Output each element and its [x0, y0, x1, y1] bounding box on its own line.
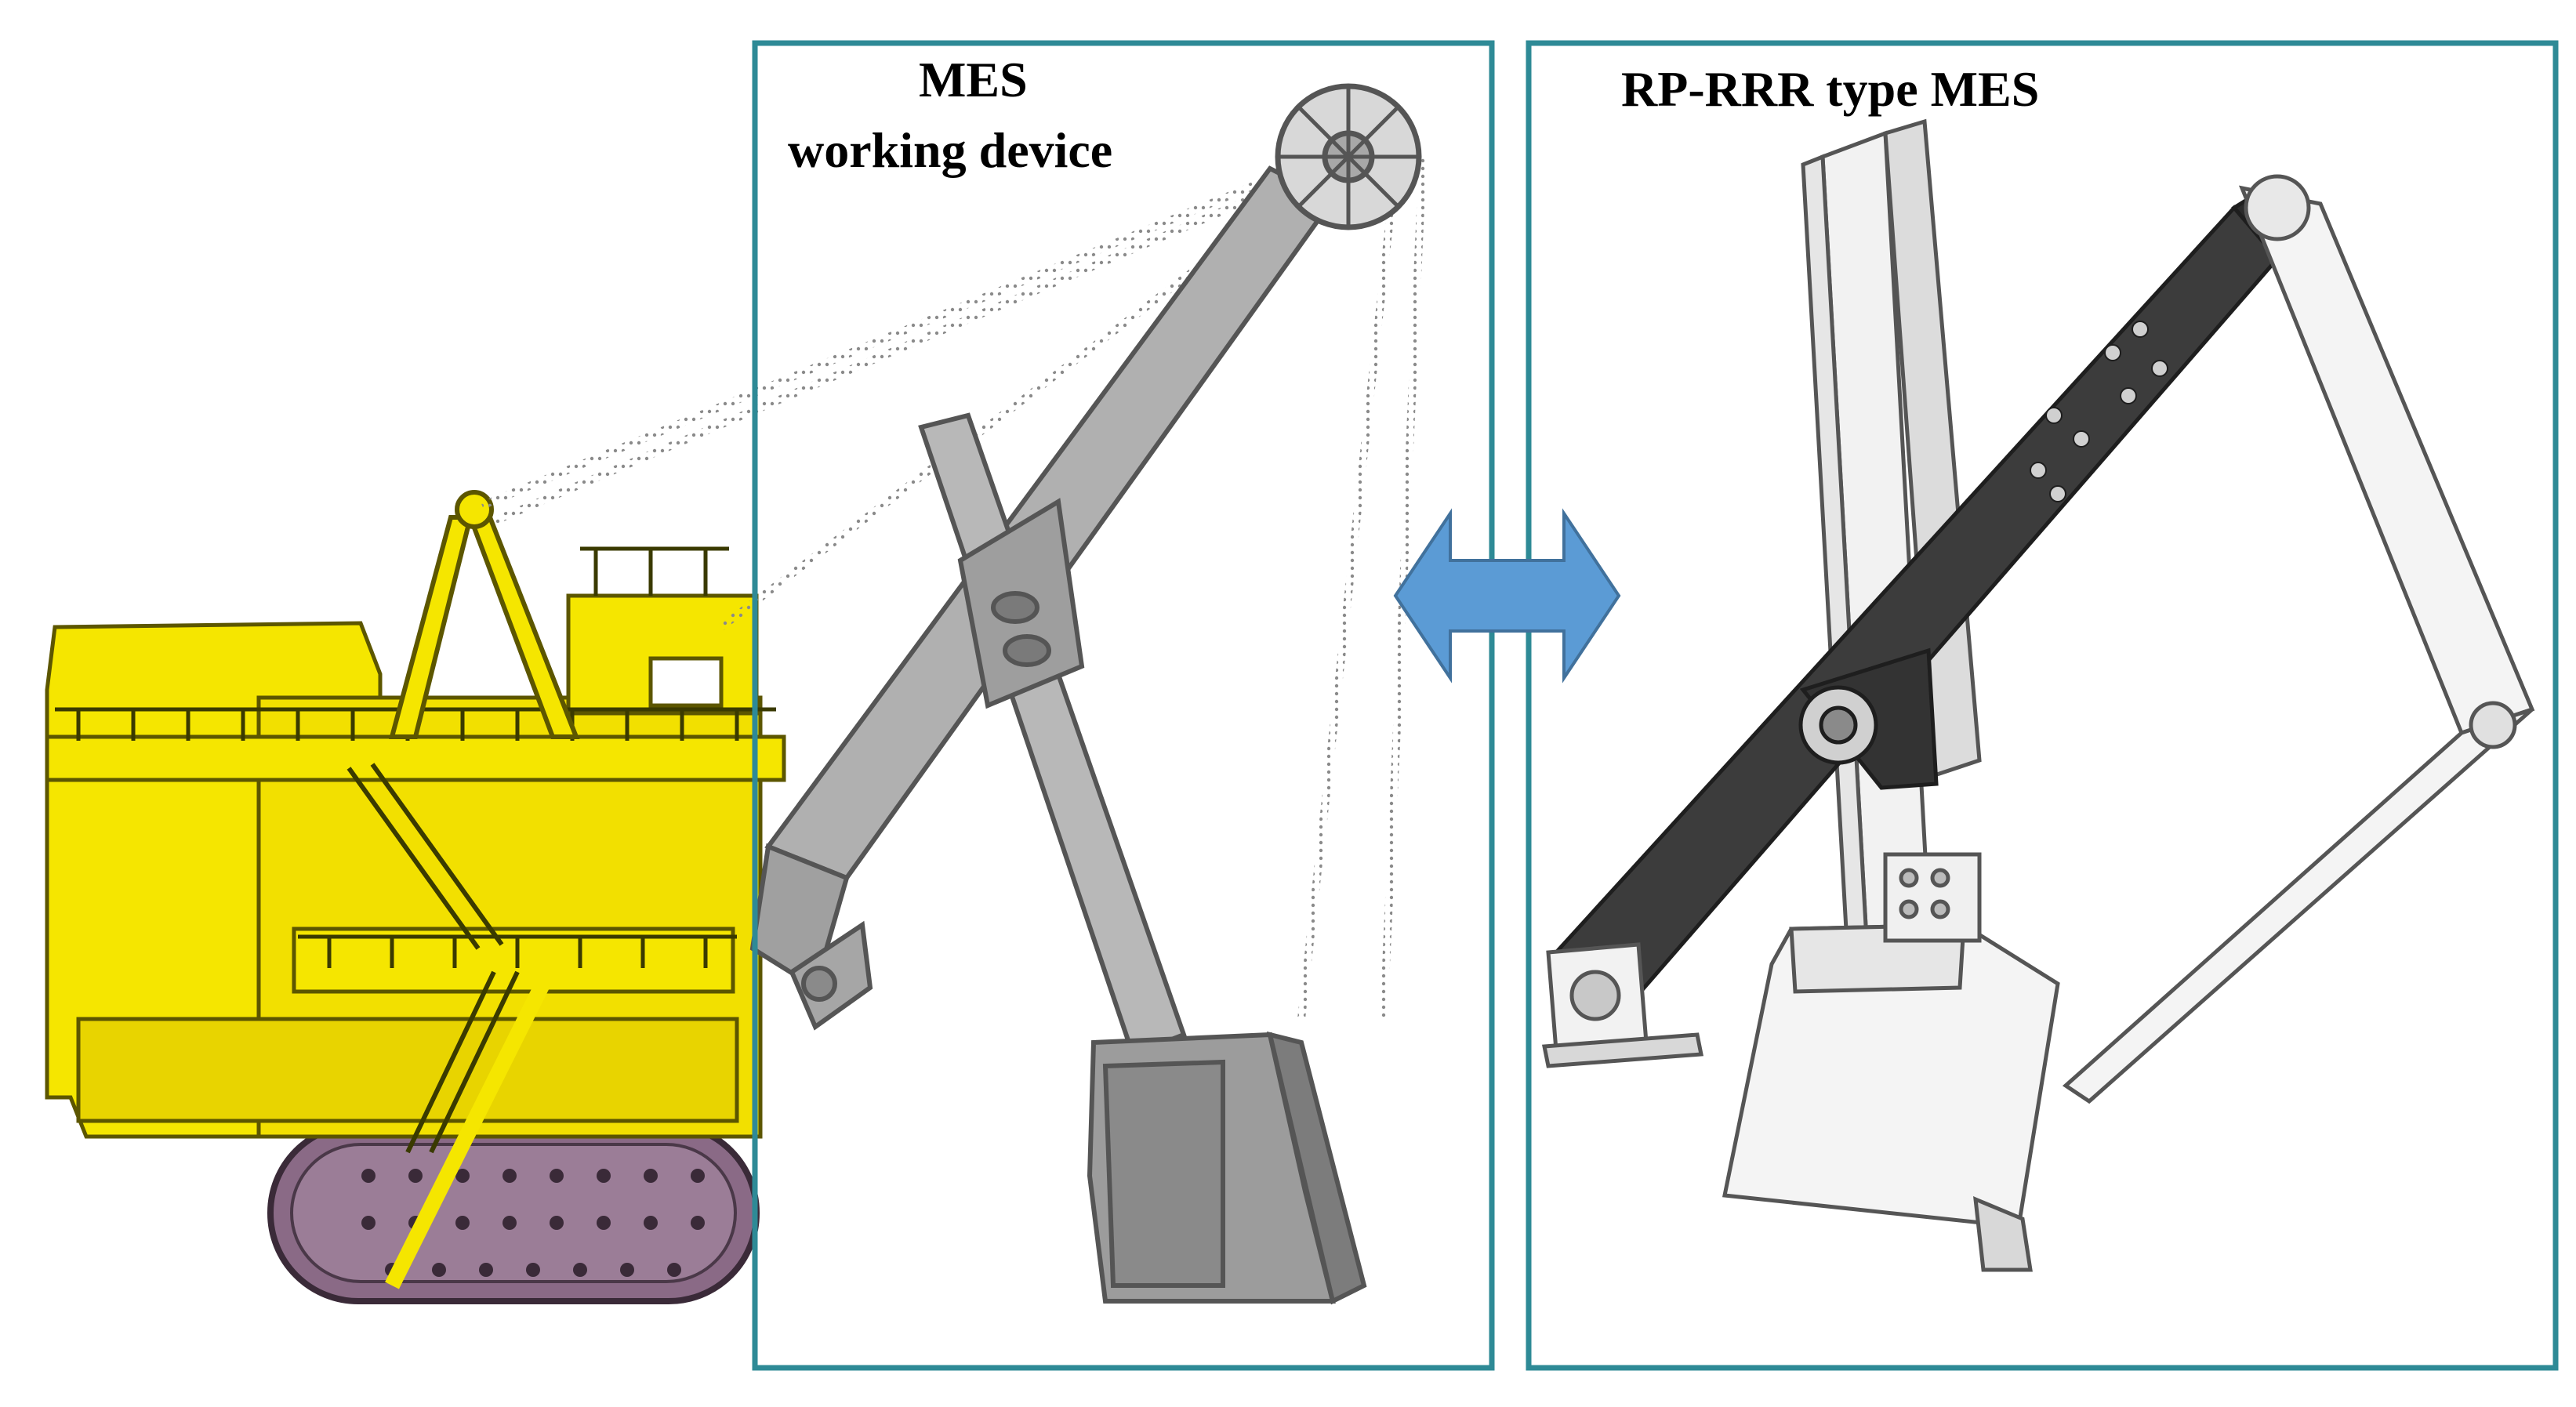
rp-rrr-type-mes-label: RP-RRR type MES [1621, 61, 2040, 117]
pivot-plate [1798, 647, 1939, 790]
mes-working-device-frame [752, 40, 1495, 1371]
rp-rrr-frame [1526, 40, 2559, 1371]
dipper-handle [918, 412, 1187, 1057]
excavator-illustration [45, 490, 786, 1304]
left-right-arrow-icon [1393, 508, 1621, 684]
light-links [2062, 174, 2535, 1104]
ladders [346, 763, 556, 1289]
mes-label: MES [919, 52, 1028, 107]
rp-rrr-bucket [1722, 852, 2060, 1272]
bolt-pattern [2030, 321, 2168, 502]
saddle-block [789, 920, 873, 1031]
working-device-label: working device [788, 122, 1113, 178]
crawler-track [267, 1122, 760, 1304]
base-plate [1541, 942, 1704, 1068]
rp-rrr-mechanism [1541, 118, 2535, 1272]
bucket [1087, 1031, 1367, 1305]
working-device-illustration [481, 83, 1427, 1305]
a-frame [389, 490, 580, 739]
point-sheave [1275, 83, 1422, 230]
